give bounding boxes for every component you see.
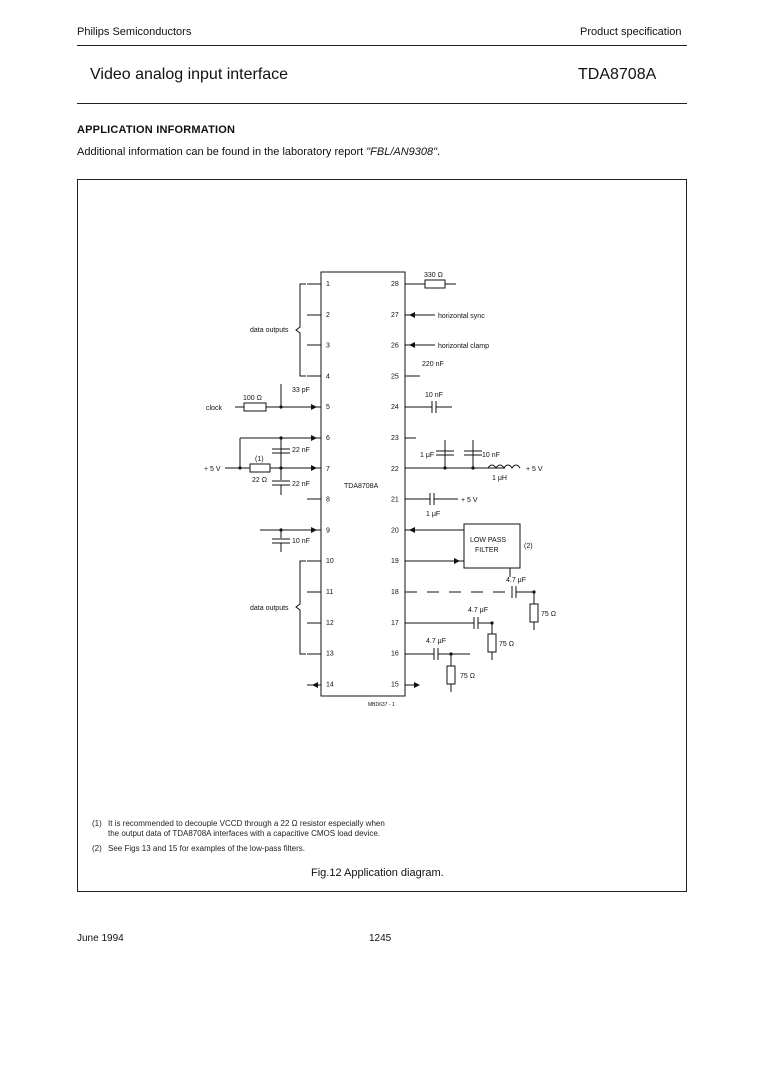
left-pin-2: 2 [326,312,330,319]
r330-label: 330 Ω [424,272,443,279]
figure-frame [77,179,687,892]
lowpass-label-2: FILTER [475,547,499,554]
lowpass-label-1: LOW PASS [470,537,506,544]
note-2-ref: (2) [92,844,102,853]
r22-label: 22 Ω [252,477,267,484]
note-1-ref: (1) [92,819,102,828]
footer-date: June 1994 [77,933,124,944]
clock-label: clock [206,405,222,412]
c47-16-label: 4.7 μF [426,638,446,645]
right-pin-20: 20 [391,527,399,534]
c10n-9-label: 10 nF [292,538,310,545]
note-ref-1: (1) [255,456,264,463]
right-pin-26: 26 [391,343,399,350]
header-company: Philips Semiconductors [77,26,192,38]
left-pin-8: 8 [326,497,330,504]
note-1-line1: It is recommended to decouple VCCD throu… [108,819,385,828]
header-doc-type: Product specification [580,26,682,38]
plus5v-left-label: + 5 V [204,466,221,473]
right-pin-19: 19 [391,558,399,565]
horizontal-sync-label: horizontal sync [438,313,485,320]
right-pin-21: 21 [391,497,399,504]
inductor-1uh [487,464,521,469]
resistor-330 [424,279,446,289]
right-pin-28: 28 [391,281,399,288]
section-heading: APPLICATION INFORMATION [77,124,236,136]
right-pin-25: 25 [391,373,399,380]
report-reference: "FBL/AN9308" [366,146,438,158]
c47-18-label: 4.7 μF [506,577,526,584]
product-title: Video analog input interface [90,66,289,83]
header-rule [77,45,687,46]
c22n-b-label: 22 nF [292,481,310,488]
left-pin-14: 14 [326,681,334,688]
right-pin-15: 15 [391,681,399,688]
c10n-24-label: 10 nF [425,392,443,399]
figure-code: MBD637 - 1 [368,702,395,708]
left-pin-3: 3 [326,343,330,350]
c47-17-label: 4.7 μF [468,607,488,614]
section-paragraph: Additional information can be found in t… [77,146,440,158]
r75-17-label: 75 Ω [499,641,514,648]
data-outputs-bottom-label: data outputs [250,605,289,612]
right-pin-23: 23 [391,435,399,442]
left-pin-5: 5 [326,404,330,411]
section-text-end: . [437,146,441,158]
figure-caption: Fig.12 Application diagram. [311,867,444,879]
r75-18-label: 75 Ω [541,611,556,618]
low-pass-filter-box [463,523,521,569]
note-2-line1: See Figs 13 and 15 for examples of the l… [108,844,305,853]
c1u-23-label: 1 μF [420,452,434,459]
section-text: Additional information can be found in t… [77,146,367,158]
c10n-22-label: 10 nF [482,452,500,459]
chip-label: TDA8708A [344,483,379,490]
note-1-line2: the output data of TDA8708A interfaces w… [108,829,381,838]
left-pin-1: 1 [326,281,330,288]
plus5v-right2-label: + 5 V [461,497,478,504]
horizontal-clamp-label: horizontal clamp [438,343,489,350]
left-pin-4: 4 [326,373,330,380]
right-pin-16: 16 [391,651,399,658]
right-pin-18: 18 [391,589,399,596]
right-pin-22: 22 [391,466,399,473]
footer-page: 1245 [369,933,392,944]
right-pin-27: 27 [391,312,399,319]
resistor-100 [243,402,267,412]
title-rule [77,103,687,104]
data-outputs-top-label: data outputs [250,327,289,334]
l1uh-label: 1 μH [492,475,507,482]
resistor-22 [249,463,271,473]
left-pin-13: 13 [326,651,334,658]
plus5v-right1-label: + 5 V [526,466,543,473]
note-ref-2: (2) [524,543,533,550]
right-pin-24: 24 [391,404,399,411]
r100-label: 100 Ω [243,395,262,402]
part-number: TDA8708A [578,66,657,83]
left-pin-6: 6 [326,435,330,442]
left-pin-7: 7 [326,466,330,473]
c220n-label: 220 nF [422,361,444,368]
left-pin-9: 9 [326,527,330,534]
c1u-21-label: 1 μF [426,511,440,518]
c33p-label: 33 pF [292,387,310,394]
r75-16-label: 75 Ω [460,673,475,680]
left-pin-12: 12 [326,620,334,627]
c22n-a-label: 22 nF [292,447,310,454]
chip-body [320,271,406,697]
left-pin-11: 11 [326,589,333,596]
right-pin-17: 17 [391,620,399,627]
left-pin-10: 10 [326,558,334,565]
